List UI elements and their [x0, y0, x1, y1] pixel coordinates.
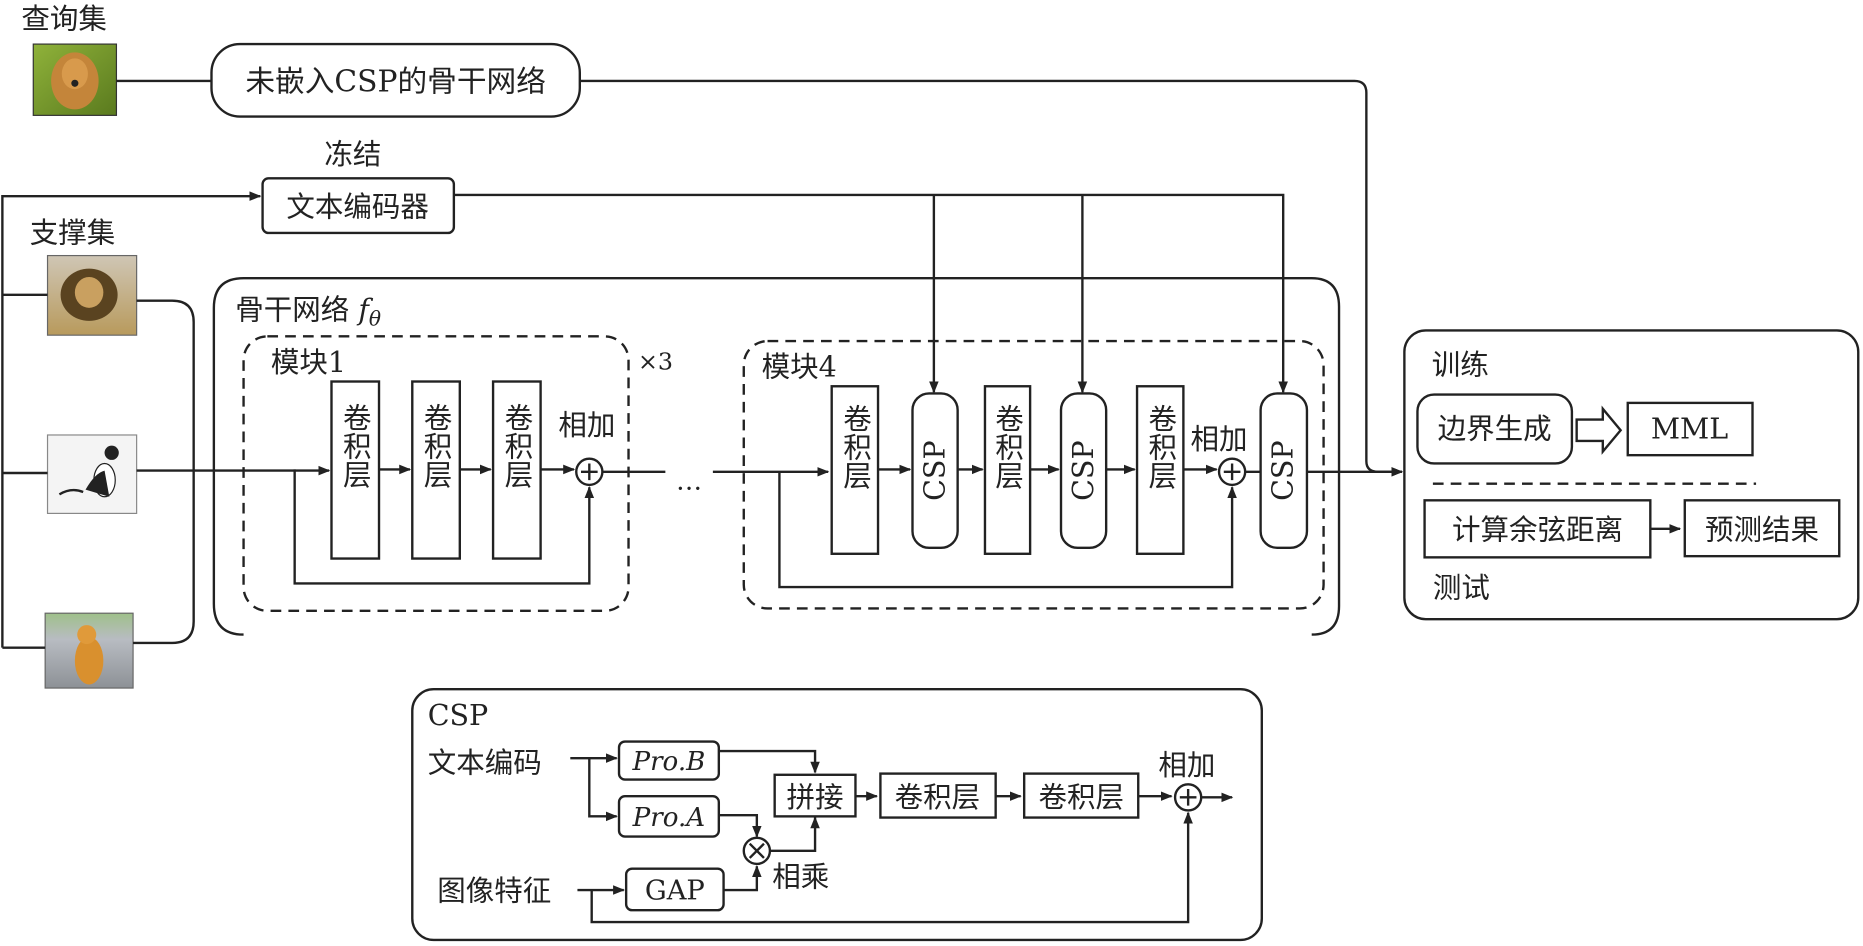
arrow [718, 749, 820, 774]
module1-add-icon [575, 457, 604, 487]
pro-a-label: Pro.A [632, 803, 706, 833]
svg-text:卷积层: 卷积层 [1144, 404, 1177, 490]
module1-skip-line [293, 469, 595, 585]
cosine-label: 计算余弦距离 [1452, 514, 1623, 547]
svg-text:卷积层: 卷积层 [420, 403, 453, 489]
text-encoder-label: 文本编码器 [286, 190, 429, 223]
pro-b-label: Pro.B [631, 747, 705, 777]
module4-conv-2: 卷积层 [983, 385, 1032, 555]
csp-conv-1-box [879, 772, 997, 819]
boundary-label: 边界生成 [1438, 413, 1552, 446]
query-image [32, 43, 118, 116]
module1-conv-1: 卷积层 [330, 380, 381, 560]
frozen-label: 冻结 [324, 138, 381, 171]
mml-box [1626, 401, 1754, 457]
module4-add-icon [1217, 457, 1247, 487]
multiply-icon [742, 836, 772, 866]
module1-conv-2: 卷积层 [411, 380, 461, 560]
module1-container [242, 335, 630, 613]
image-feature-label: 图像特征 [437, 875, 551, 908]
module1-add-label: 相加 [558, 409, 615, 442]
module4-skip-line [778, 471, 1237, 589]
svg-text:CSP: CSP [919, 440, 952, 501]
csp-add-label: 相加 [1158, 749, 1215, 782]
test-label: 测试 [1433, 572, 1490, 605]
backbone-no-csp-label: 未嵌入CSP的骨干网络 [245, 65, 546, 100]
text-encoding-label: 文本编码 [428, 746, 542, 779]
csp-conv-2-box [1022, 772, 1140, 819]
encoder-to-csp3-line [453, 193, 1288, 394]
text-encoder-box [261, 177, 456, 235]
pro-b-box [617, 740, 721, 781]
query-set-label: 查询集 [21, 3, 107, 36]
svg-text:卷积层: 卷积层 [339, 403, 372, 489]
csp-panel-title: CSP [428, 699, 489, 732]
module1-conv-3: 卷积层 [491, 380, 542, 560]
train-label: 训练 [1432, 348, 1489, 381]
predict-label: 预测结果 [1705, 514, 1819, 547]
ellipsis: … [676, 467, 702, 497]
concat-label: 拼接 [787, 781, 844, 814]
arrow [723, 865, 762, 892]
module4-title: 模块4 [762, 351, 837, 384]
support-set-label: 支撑集 [30, 217, 116, 250]
module1-repeat-label: ×3 [638, 348, 673, 376]
csp-add-icon [1173, 783, 1203, 812]
module4-container [742, 339, 1325, 610]
module4-csp-2: CSP [1059, 392, 1108, 550]
csp-conv-2-label: 卷积层 [1038, 781, 1124, 814]
support-to-encoder-line [1, 191, 262, 648]
mml-label: MML [1651, 413, 1728, 446]
cosine-box [1423, 499, 1652, 559]
multiply-label: 相乘 [772, 860, 829, 893]
module4-conv-3: 卷积层 [1135, 385, 1185, 555]
support-image-cat [46, 434, 138, 514]
svg-text:CSP: CSP [1067, 440, 1100, 501]
support-image-lion [46, 254, 138, 336]
svg-text:CSP: CSP [1267, 440, 1300, 501]
module4-csp-3: CSP [1259, 392, 1309, 550]
arrow [718, 813, 762, 838]
arrow [588, 758, 618, 822]
backbone-container [212, 276, 1341, 636]
concat-box [773, 773, 857, 818]
module4-add-label: 相加 [1191, 423, 1248, 456]
csp-skip-line [590, 811, 1193, 924]
module4-csp-1: CSP [911, 392, 959, 550]
support-image-dog [44, 612, 134, 689]
module4-conv-1: 卷积层 [830, 385, 880, 555]
svg-text:卷积层: 卷积层 [991, 404, 1024, 490]
module1-title: 模块1 [271, 346, 346, 379]
hollow-arrow-icon [1575, 405, 1623, 455]
backbone-title: 骨干网络 fθ [235, 294, 381, 331]
csp-conv-1-label: 卷积层 [895, 781, 981, 814]
boundary-box [1416, 393, 1574, 465]
gap-label: GAP [645, 876, 705, 907]
svg-text:卷积层: 卷积层 [839, 404, 872, 490]
predict-box [1683, 499, 1841, 558]
arrow [769, 816, 820, 853]
svg-text:卷积层: 卷积层 [500, 403, 533, 489]
